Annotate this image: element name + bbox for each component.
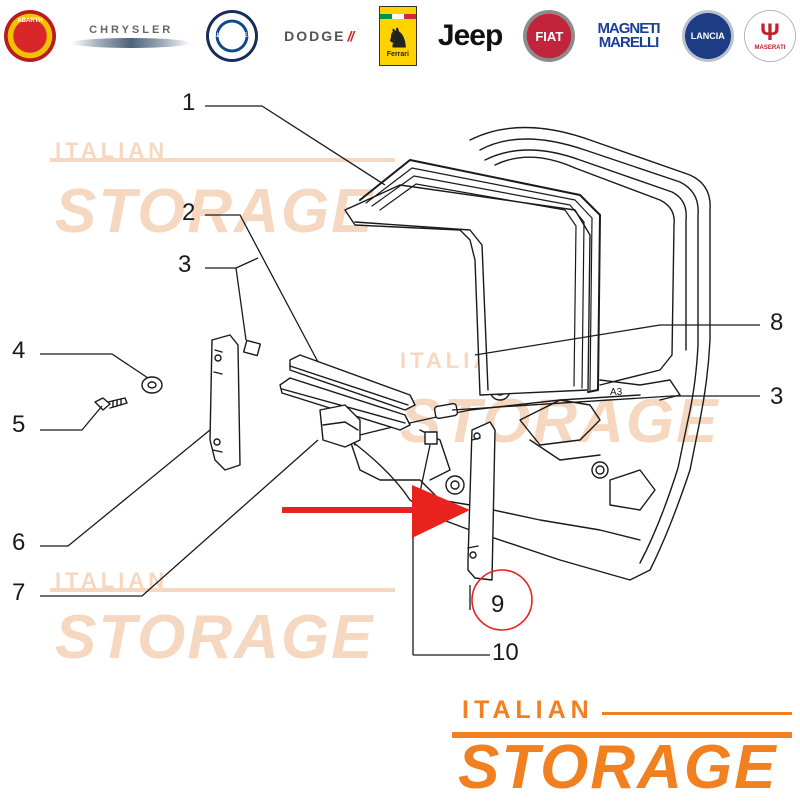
alfa-romeo-logo-text: ALFA ROMEO bbox=[212, 33, 253, 39]
dodge-logo-text: DODGE bbox=[284, 28, 346, 44]
right-guide-rail bbox=[467, 421, 496, 581]
magneti-marelli-logo-text: MAGNETI MARELLI bbox=[597, 19, 660, 51]
dodge-logo: DODGE// bbox=[284, 28, 354, 44]
watermark-italian-1: ITALIAN bbox=[55, 138, 168, 163]
callout-1: 1 bbox=[182, 89, 195, 116]
watermark-storage-1: STORAGE bbox=[55, 177, 374, 246]
ferrari-logo-text: Ferrari bbox=[386, 51, 409, 58]
door-stamp-text: A3 bbox=[610, 387, 623, 398]
jeep-logo-text: Jeep bbox=[437, 19, 503, 52]
alfa-romeo-logo: ALFA ROMEO bbox=[206, 10, 259, 62]
callout-5: 5 bbox=[12, 411, 25, 438]
leader-lines bbox=[40, 105, 760, 656]
jeep-logo: Jeep bbox=[427, 4, 513, 68]
guide-clip-right bbox=[433, 402, 459, 420]
maserati-logo-text: MASERATI bbox=[754, 45, 786, 51]
callout-3-left: 3 bbox=[178, 251, 191, 278]
chrysler-logo-text: CHRYSLER bbox=[89, 24, 174, 36]
lancia-logo-text: LANCIA bbox=[690, 30, 725, 41]
callout-8: 8 bbox=[770, 309, 783, 336]
highlight-marker bbox=[282, 485, 533, 631]
chrysler-logo: CHRYSLER bbox=[66, 4, 196, 68]
window-channel-seal bbox=[359, 159, 601, 393]
rubber-bumper bbox=[424, 431, 438, 445]
abarth-logo-text: ABARTH bbox=[17, 18, 43, 24]
trident-icon: Ψ bbox=[760, 19, 780, 46]
callout-10: 10 bbox=[492, 639, 519, 666]
prancing-horse-icon: ♞ bbox=[386, 23, 410, 53]
lancia-logo: LANCIA bbox=[681, 10, 734, 62]
guide-clip-left bbox=[242, 339, 262, 357]
ferrari-logo: ♞Ferrari bbox=[378, 6, 417, 66]
washer bbox=[141, 376, 163, 394]
brand-logo-bar: ABARTH CHRYSLER ALFA ROMEO DODGE// ♞Ferr… bbox=[0, 0, 800, 72]
screw bbox=[94, 397, 111, 411]
part-highlight-circle bbox=[471, 569, 533, 631]
fiat-logo-text: FIAT bbox=[535, 28, 564, 44]
window-glass bbox=[344, 184, 591, 396]
fiat-logo: FIAT bbox=[523, 10, 576, 62]
red-arrow-head-icon bbox=[412, 485, 470, 538]
magneti-marelli-logo: MAGNETI MARELLI bbox=[586, 4, 672, 68]
callout-4: 4 bbox=[12, 337, 25, 364]
watermark-italian-3: ITALIAN bbox=[55, 568, 168, 593]
logo-italian-text: ITALIAN bbox=[462, 696, 594, 724]
callout-7: 7 bbox=[12, 579, 25, 606]
abarth-logo: ABARTH bbox=[4, 10, 56, 62]
watermark-storage-3: STORAGE bbox=[55, 603, 374, 672]
callout-2: 2 bbox=[182, 199, 195, 226]
italian-storage-logo: ITALIAN STORAGE bbox=[452, 696, 792, 802]
logo-storage-text: STORAGE bbox=[458, 733, 778, 802]
regulator-bracket bbox=[319, 404, 361, 448]
door-frame-outline bbox=[344, 126, 711, 581]
callout-6: 6 bbox=[12, 529, 25, 556]
left-guide-rail bbox=[209, 334, 241, 471]
callout-9: 9 bbox=[491, 591, 504, 618]
callout-3-right: 3 bbox=[770, 383, 783, 410]
